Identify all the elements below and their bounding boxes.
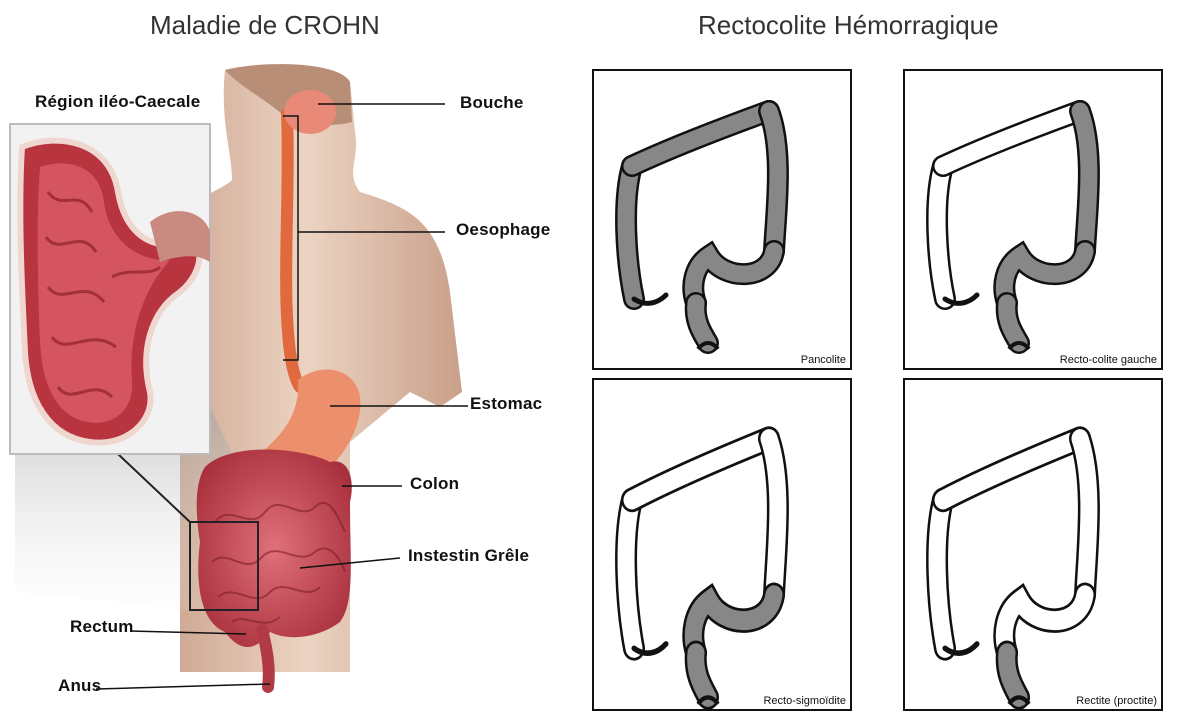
colon-ascending [937,166,945,299]
intestines [197,450,352,648]
colon-ascending [937,500,945,648]
label-bouche: Bouche [460,93,524,113]
colon-transverse [943,439,1080,500]
label-estomac: Estomac [470,394,542,414]
crohn-title: Maladie de CROHN [150,10,380,41]
panel-caption: Pancolite [801,354,846,366]
label-rectum: Rectum [70,617,134,637]
colon-transverse [632,111,769,166]
rch-title: Rectocolite Hémorragique [698,10,999,41]
panel-pancolite: Pancolite [592,69,852,370]
colon-diagram [905,380,1161,709]
colon-diagram [594,380,850,709]
inset-label: Région iléo-Caecale [35,92,200,112]
colon-descending [1080,439,1089,595]
label-colon: Colon [410,474,459,494]
colon-ascending [626,166,634,299]
panel-recto-sigmoidite: Recto-sigmoïdite [592,378,852,711]
label-intestin: Instestin Grêle [408,546,529,566]
colon-diagram [905,71,1161,368]
rectum [262,630,269,687]
anatomy-figure [0,62,560,710]
colon-diagram [594,71,850,368]
panel-recto-colite-gauche: Recto-colite gauche [903,69,1163,370]
colon-ascending [626,500,634,648]
panel-caption: Recto-sigmoïdite [763,695,846,707]
label-oesophage: Oesophage [456,220,550,240]
colon-transverse [943,111,1080,166]
colon-descending [769,111,778,251]
panel-rectite: Rectite (proctite) [903,378,1163,711]
colon-transverse [632,439,769,500]
panel-caption: Recto-colite gauche [1060,354,1157,366]
mouth [284,90,336,134]
anatomy-illustration: Région iléo-Caecale Bouche Oesophage Est… [0,62,560,710]
colon-descending [1080,111,1089,251]
panel-caption: Rectite (proctite) [1076,695,1157,707]
label-anus: Anus [58,676,101,696]
ileo-caecal-inset [10,124,210,454]
colon-descending [769,439,778,595]
